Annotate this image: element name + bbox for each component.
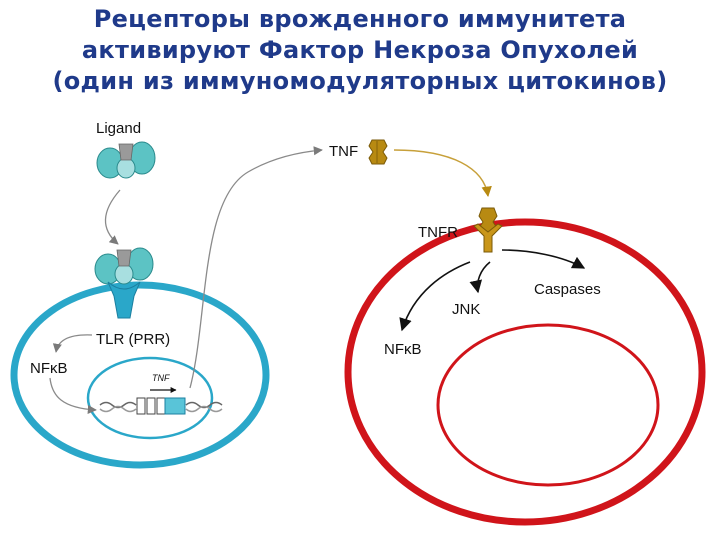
title-line-1: Рецепторы врожденного иммунитета <box>93 5 627 33</box>
jnk-label: JNK <box>452 301 480 318</box>
nfkb-left-label: NFκB <box>30 360 68 377</box>
caspases-label: Caspases <box>534 281 601 298</box>
left-cell <box>10 281 270 469</box>
title-line-3: (один из иммуномодуляторных цитокинов) <box>52 67 668 95</box>
ligand-bound-icon <box>94 247 154 285</box>
tnf-protein-icon <box>368 139 388 165</box>
left-cell-membrane <box>10 281 270 469</box>
right-cell <box>344 218 706 526</box>
nfkb-right-label: NFκB <box>384 341 422 358</box>
tnf-to-tnfr-arrow <box>393 149 492 198</box>
tnf-label: TNF <box>329 143 358 160</box>
tnf-gene-icon <box>99 387 223 415</box>
tnfr-to-nfkb-arrow <box>399 261 471 332</box>
slide-title: Рецепторы врожденного иммунитета активир… <box>0 4 720 97</box>
ligand-label: Ligand <box>96 120 141 137</box>
title-line-2: активируют Фактор Некроза Опухолей <box>81 36 639 64</box>
tlr-receptor-icon <box>107 281 141 319</box>
right-cell-nucleus <box>436 323 660 487</box>
secretion-arrow <box>189 146 323 389</box>
left-cell-nucleus <box>86 356 214 440</box>
tnfr-to-jnk-arrow <box>469 261 491 294</box>
tnfr-label: TNFR <box>418 224 458 241</box>
tnfr-to-caspases-arrow <box>501 249 586 269</box>
nfkb-to-gene-arrow <box>49 377 97 415</box>
right-cell-membrane <box>344 218 706 526</box>
tnfr-receptor-icon <box>473 207 503 253</box>
binding-arrow <box>104 189 121 245</box>
tnf-gene-label: TNF <box>152 373 170 383</box>
tlr-label: TLR (PRR) <box>96 331 170 348</box>
tlr-to-nfkb-arrow <box>52 334 93 353</box>
ligand-free-icon <box>96 141 156 179</box>
